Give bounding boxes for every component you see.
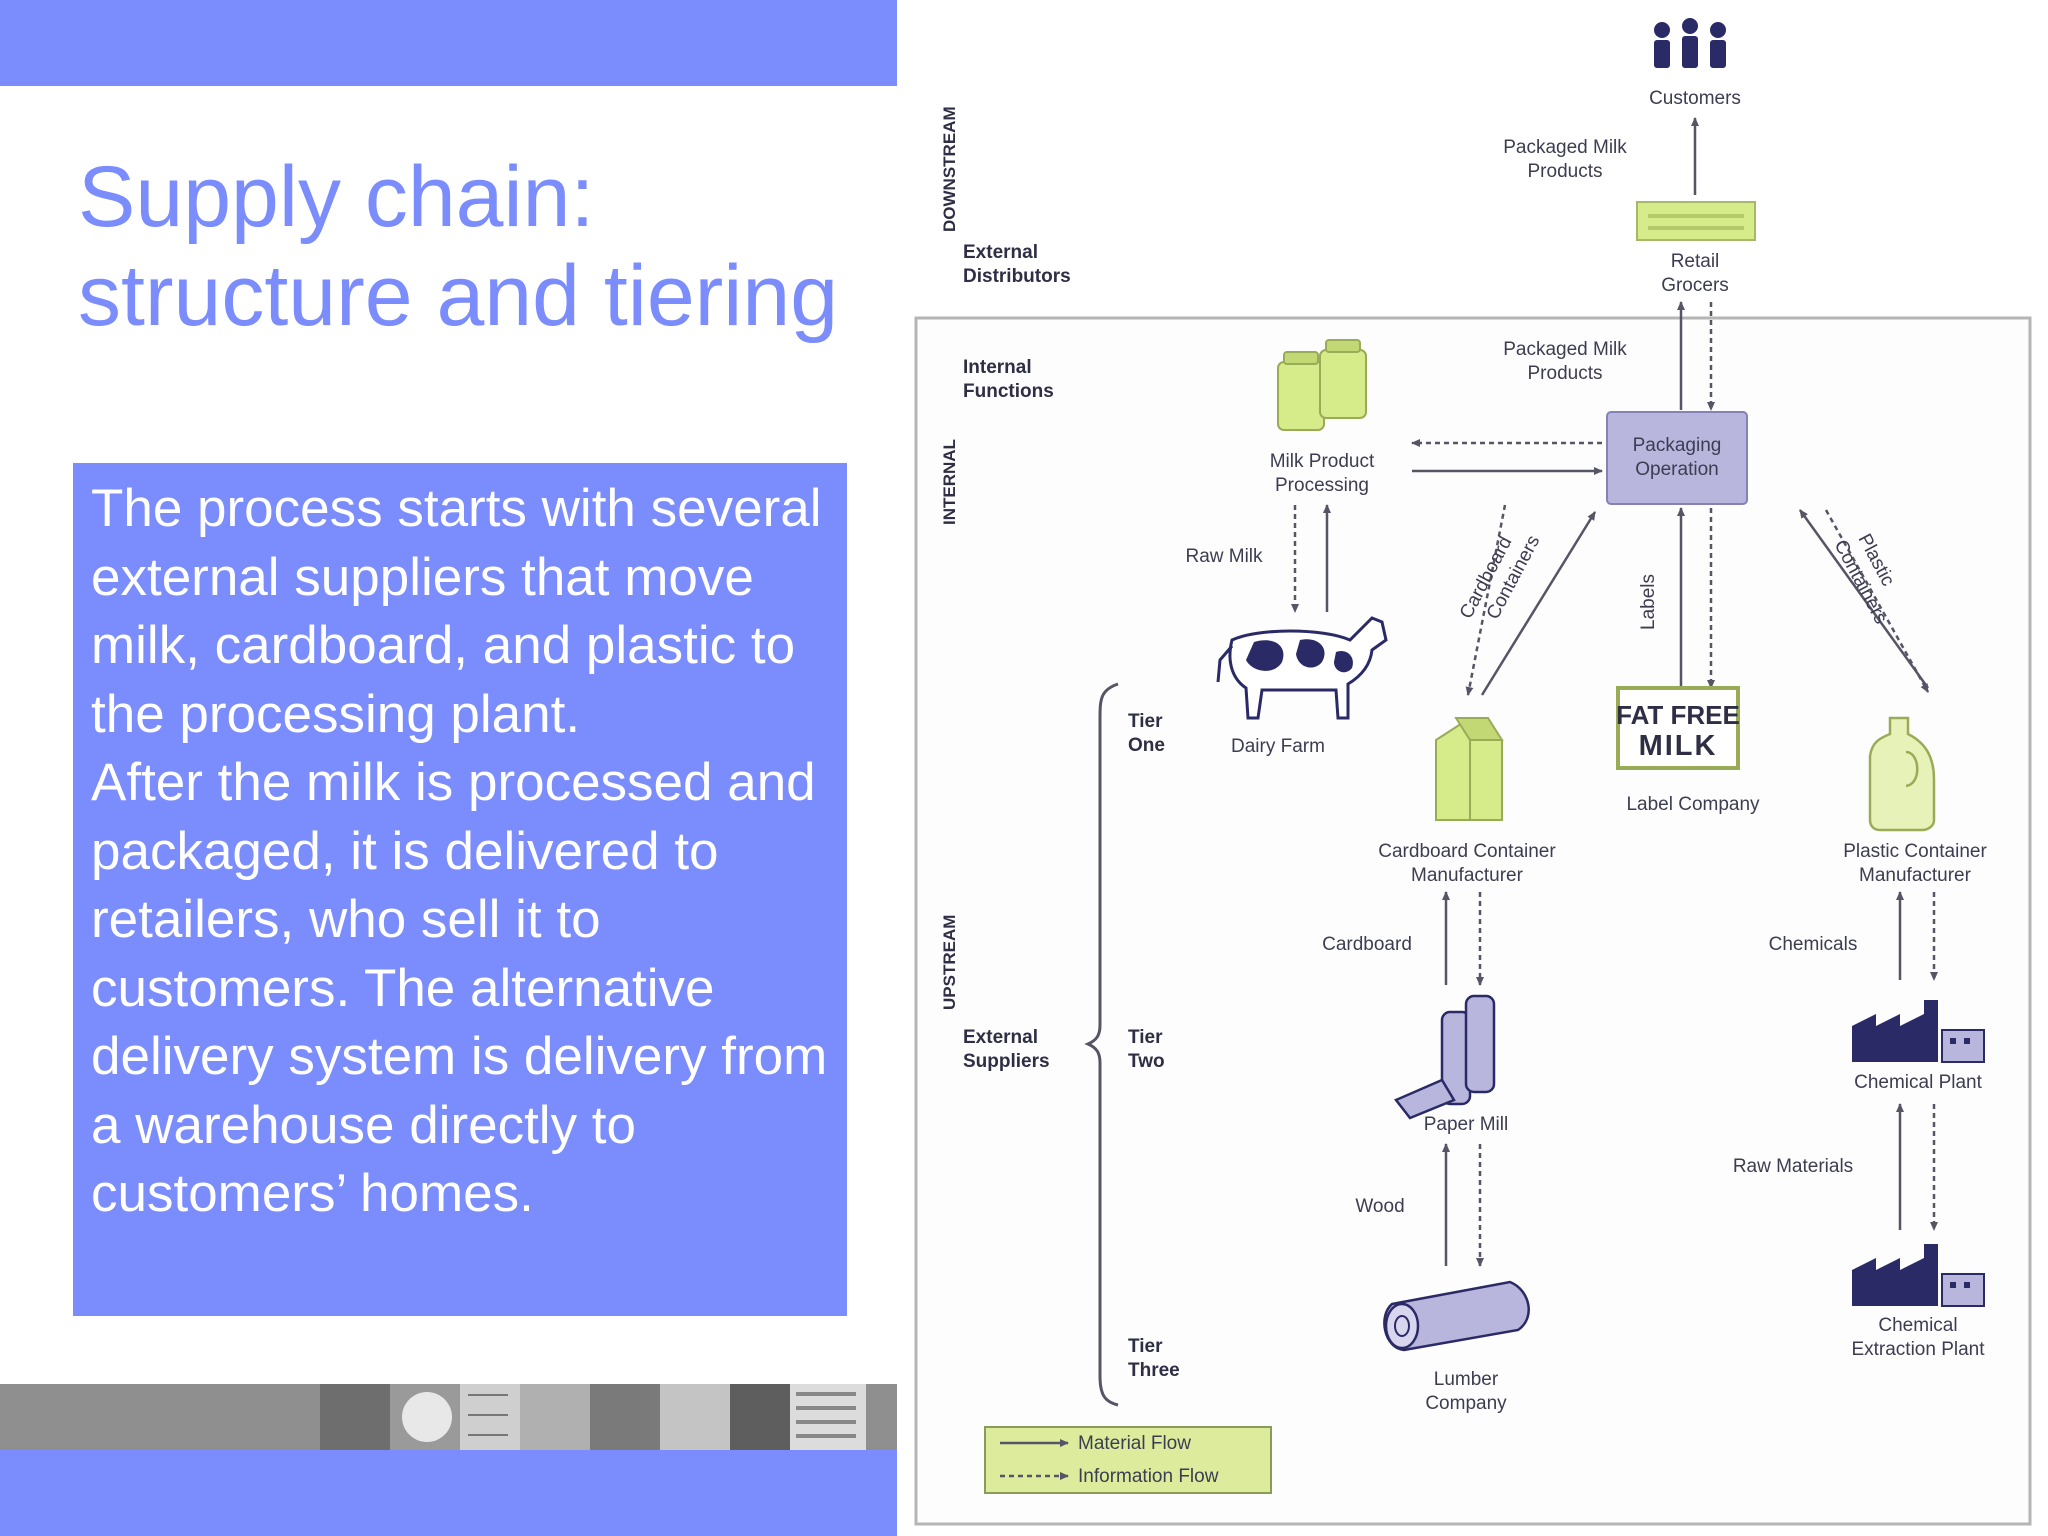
chemical-plant-label: Chemical Plant — [1854, 1072, 1982, 1093]
cardboard-container-icon — [1435, 716, 1504, 821]
svg-text:One: One — [1128, 735, 1165, 756]
paper-mill-icon — [1394, 994, 1496, 1120]
svg-text:Plastic Container: Plastic Container — [1843, 841, 1987, 862]
retail-grocers-label: Retail Grocers — [1661, 251, 1729, 296]
photo-tile-building — [520, 1384, 590, 1452]
packaged-milk-top-label: Packaged Milk Products — [1503, 137, 1627, 182]
svg-text:Products: Products — [1528, 161, 1603, 182]
svg-text:Internal: Internal — [963, 357, 1032, 378]
chemical-plant-icon — [1852, 1000, 1985, 1063]
title-line-1: Supply chain: — [78, 149, 595, 245]
svg-text:Packaging: Packaging — [1633, 435, 1722, 456]
svg-text:Three: Three — [1128, 1360, 1180, 1381]
tier-one-label: Tier One — [1128, 711, 1165, 756]
flow-plastic-to-packaging — [1798, 509, 1930, 689]
label-sign-line-2: MILK — [1639, 730, 1718, 762]
external-distributors-label: External Distributors — [963, 242, 1071, 287]
photo-tile-person — [320, 1384, 390, 1452]
milk-processing-label: Milk Product Processing — [1270, 451, 1375, 496]
svg-text:Tier: Tier — [1128, 1027, 1163, 1048]
photo-tile-lines — [790, 1384, 866, 1452]
dairy-farm-label: Dairy Farm — [1231, 736, 1325, 757]
tier-bracket — [1084, 682, 1119, 1407]
wood-flow-label: Wood — [1355, 1196, 1404, 1217]
svg-text:Manufacturer: Manufacturer — [1411, 865, 1524, 886]
bottom-accent-bar — [0, 1450, 897, 1536]
chemicals-flow-label: Chemicals — [1769, 934, 1858, 955]
cardboard-flow-label: Cardboard — [1322, 934, 1412, 955]
upstream-label: UPSTREAM — [940, 915, 959, 1010]
svg-text:Tier: Tier — [1128, 711, 1163, 732]
svg-text:Cardboard Container: Cardboard Container — [1378, 841, 1556, 862]
photo-tile-hands — [590, 1384, 660, 1452]
svg-text:Suppliers: Suppliers — [963, 1051, 1050, 1072]
retail-grocers-icon — [1636, 201, 1756, 241]
plastic-manufacturer-label: Plastic Container Manufacturer — [1843, 841, 1987, 886]
tier-two-label: Tier Two — [1128, 1027, 1165, 1072]
svg-text:Functions: Functions — [963, 381, 1054, 402]
internal-label: INTERNAL — [940, 439, 959, 525]
svg-text:Grocers: Grocers — [1661, 275, 1729, 296]
body-paragraph-1: The process starts with several external… — [91, 479, 822, 744]
supply-chain-diagram: DOWNSTREAM INTERNAL UPSTREAM External Di… — [914, 18, 2032, 1526]
svg-text:Retail: Retail — [1671, 251, 1720, 272]
svg-text:Two: Two — [1128, 1051, 1165, 1072]
packaging-operation-node — [1606, 411, 1748, 505]
packaging-operation-label: Packaging Operation — [1633, 435, 1722, 480]
svg-text:Packaged Milk: Packaged Milk — [1503, 339, 1627, 360]
title-line-2: structure and tiering — [78, 248, 839, 344]
internal-functions-label: Internal Functions — [963, 357, 1054, 402]
chemical-extraction-plant-icon — [1852, 1244, 1985, 1307]
svg-text:Packaged Milk: Packaged Milk — [1503, 137, 1627, 158]
svg-text:Company: Company — [1425, 1393, 1507, 1414]
svg-text:Products: Products — [1528, 363, 1603, 384]
decorative-photo-strip — [0, 1384, 897, 1452]
lumber-company-label: Lumber Company — [1425, 1369, 1507, 1414]
photo-tile-circle — [390, 1384, 460, 1452]
lumber-icon — [1383, 1280, 1530, 1352]
svg-text:Distributors: Distributors — [963, 266, 1071, 287]
slide-title: Supply chain: structure and tiering — [78, 148, 898, 346]
photo-tile-stairs — [730, 1384, 790, 1452]
svg-text:Milk Product: Milk Product — [1270, 451, 1375, 472]
paper-mill-label: Paper Mill — [1424, 1114, 1508, 1135]
labels-flow-label: Labels — [1638, 574, 1659, 630]
cow-icon — [1216, 616, 1388, 720]
milk-processing-icon — [1277, 339, 1367, 431]
label-sign-line-1: FAT FREE — [1616, 700, 1740, 730]
chemical-extraction-label: Chemical Extraction Plant — [1851, 1315, 1985, 1360]
svg-text:Extraction Plant: Extraction Plant — [1851, 1339, 1985, 1360]
legend-information-label: Information Flow — [1078, 1466, 1219, 1487]
svg-text:Chemical: Chemical — [1878, 1315, 1957, 1336]
svg-text:Operation: Operation — [1635, 459, 1718, 480]
customers-icon — [1654, 18, 1726, 68]
svg-text:Tier: Tier — [1128, 1336, 1163, 1357]
cardboard-manufacturer-label: Cardboard Container Manufacturer — [1378, 841, 1556, 886]
flow-cardboard-to-packaging — [1480, 511, 1597, 696]
label-company-sign: FAT FREE MILK — [1616, 686, 1740, 770]
label-company-label: Label Company — [1626, 794, 1760, 815]
body-paragraph-2: After the milk is processed and packaged… — [91, 753, 828, 1223]
plastic-container-icon — [1868, 716, 1936, 832]
svg-text:External: External — [963, 242, 1038, 263]
photo-tile-grid — [460, 1384, 520, 1452]
external-suppliers-label: External Suppliers — [963, 1027, 1050, 1072]
top-accent-bar — [0, 0, 897, 86]
tier-three-label: Tier Three — [1128, 1336, 1180, 1381]
body-text-box: The process starts with several external… — [73, 463, 847, 1316]
svg-text:Lumber: Lumber — [1434, 1369, 1499, 1390]
raw-materials-flow-label: Raw Materials — [1733, 1156, 1853, 1177]
photo-tile-blank — [660, 1384, 730, 1452]
packaged-milk-mid-label: Packaged Milk Products — [1503, 339, 1627, 384]
svg-text:External: External — [963, 1027, 1038, 1048]
info-packaging-to-plastic — [1824, 509, 1930, 693]
downstream-label: DOWNSTREAM — [940, 106, 959, 232]
svg-text:Manufacturer: Manufacturer — [1859, 865, 1972, 886]
raw-milk-label: Raw Milk — [1185, 546, 1263, 567]
customers-label: Customers — [1649, 88, 1741, 109]
svg-text:Processing: Processing — [1275, 475, 1369, 496]
legend: Material Flow Information Flow — [984, 1426, 1272, 1494]
legend-material-label: Material Flow — [1078, 1433, 1191, 1454]
